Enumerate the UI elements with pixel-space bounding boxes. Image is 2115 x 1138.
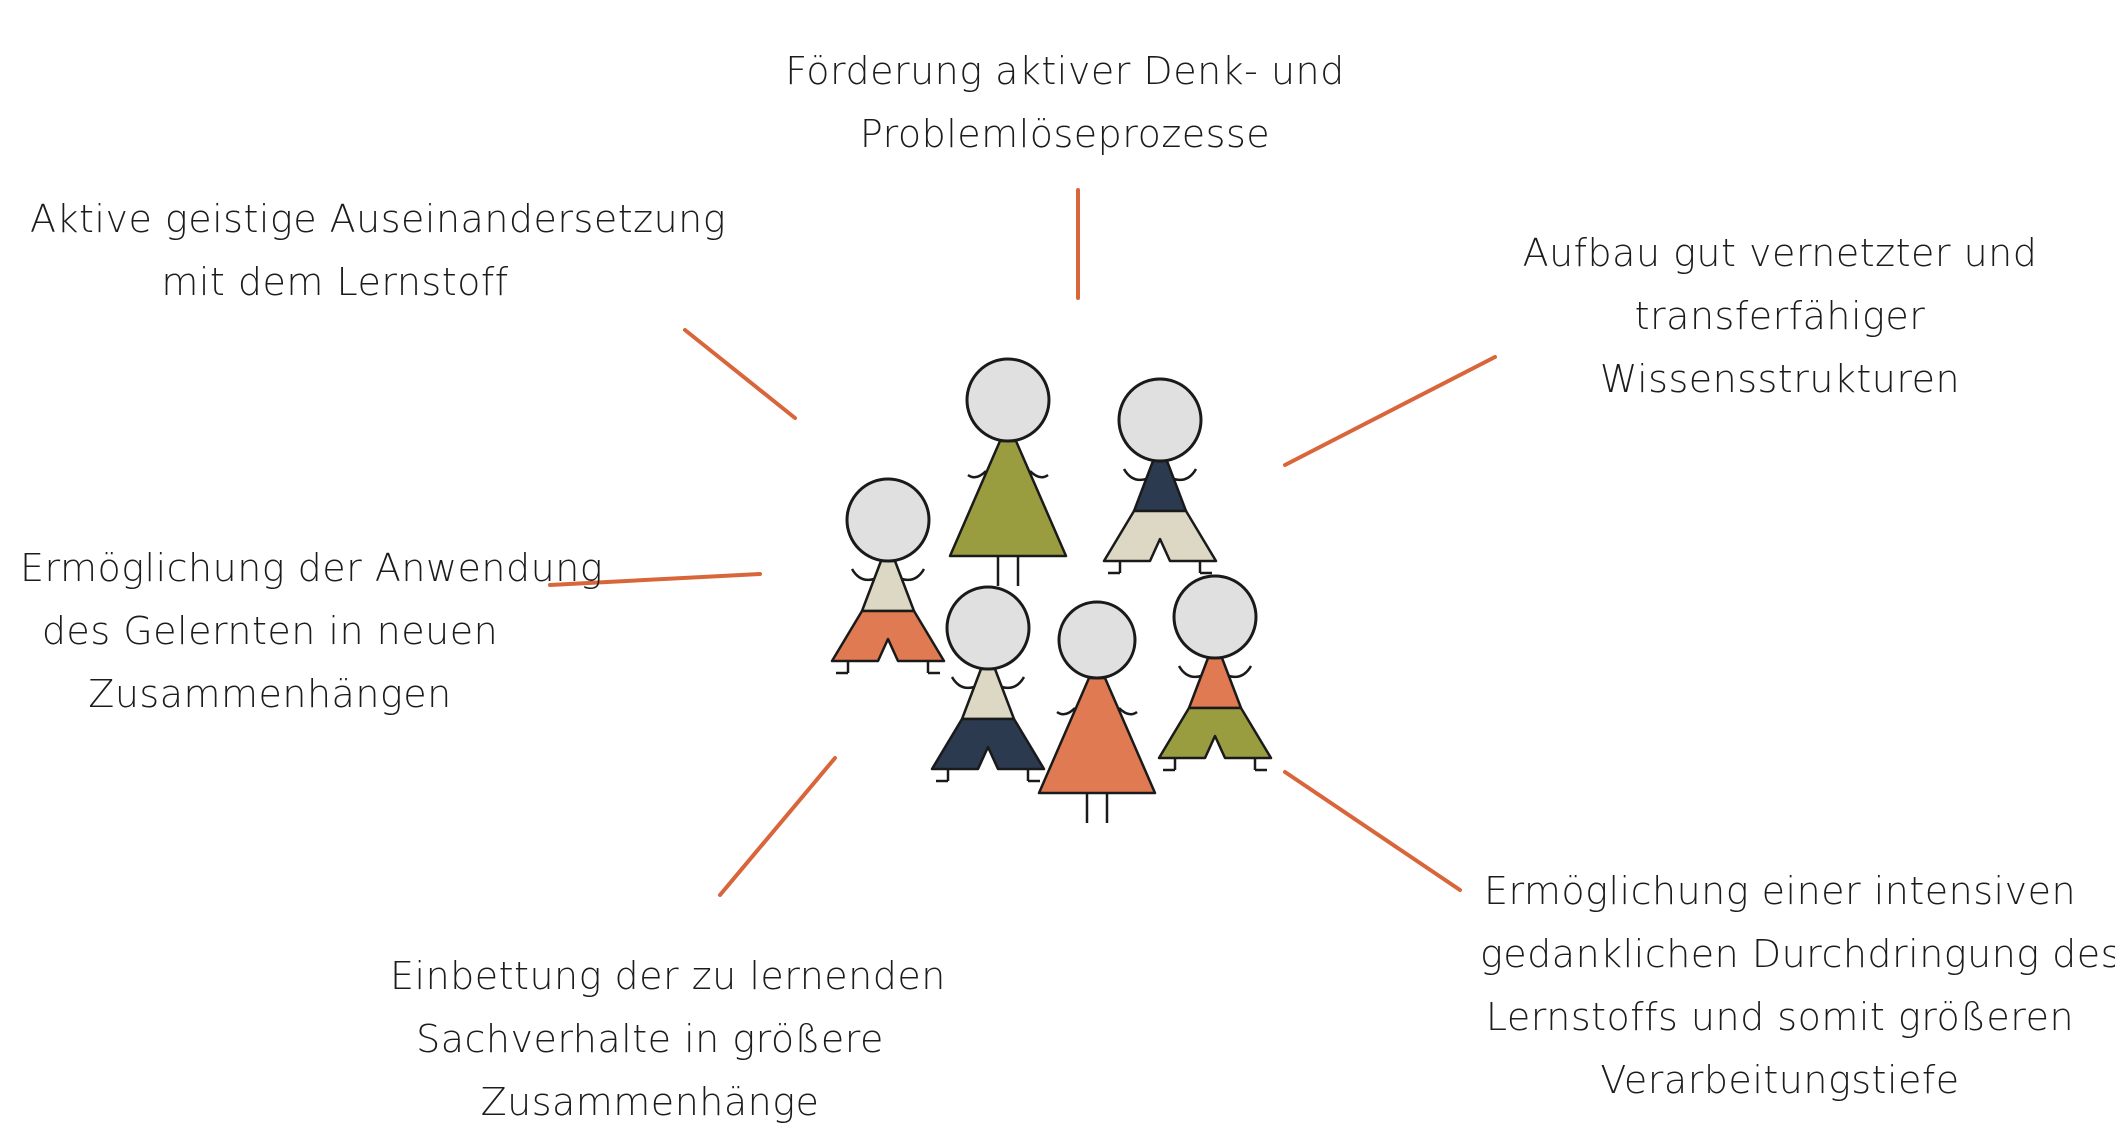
head xyxy=(965,357,1051,443)
ray-mid-left xyxy=(548,572,762,587)
people-group xyxy=(830,357,1273,823)
label-line: Sachverhalte in größere xyxy=(416,1017,884,1061)
head xyxy=(1057,600,1137,680)
label-mid-left: Ermöglichung der Anwendung des Gelernten… xyxy=(20,537,604,726)
ray-top-right xyxy=(1283,355,1497,467)
label-line: transferfähiger xyxy=(1634,294,1926,338)
ray-top-left xyxy=(683,328,797,420)
label-line: Ermöglichung der Anwendung xyxy=(20,546,604,590)
ray-bottom-right xyxy=(1283,770,1462,892)
head xyxy=(1172,574,1258,660)
label-bottom-right: Ermöglichung einer intensiven gedanklich… xyxy=(1480,860,2115,1112)
label-bottom-left: Einbettung der zu lernenden Sachverhalte… xyxy=(390,945,946,1134)
label-line: Einbettung der zu lernenden xyxy=(390,954,946,998)
head xyxy=(945,585,1031,671)
label-top-right: Aufbau gut vernetzter und transferfähige… xyxy=(1490,222,2070,411)
figure-navy-beige xyxy=(1102,377,1218,575)
label-line: des Gelernten in neuen xyxy=(41,609,499,653)
figure-beige-navy xyxy=(930,585,1046,783)
label-line: Lernstoffs und somit größeren xyxy=(1485,995,2075,1039)
label-top: Förderung aktiver Denk- und Problemlösep… xyxy=(755,40,1375,166)
label-line: Zusammenhänge xyxy=(480,1080,820,1124)
figure-orange-olive xyxy=(1157,574,1273,772)
label-line: Förderung aktiver Denk- und xyxy=(785,49,1345,93)
label-line: gedanklichen Durchdringung des xyxy=(1480,932,2115,976)
connector-rays xyxy=(548,188,1497,897)
label-line: Problemlöseprozesse xyxy=(859,112,1271,156)
label-line: mit dem Lernstoff xyxy=(161,260,509,304)
label-line: Aufbau gut vernetzter und xyxy=(1522,231,2038,275)
label-line: Wissensstrukturen xyxy=(1599,357,1961,401)
label-line: Aktive geistige Auseinandersetzung xyxy=(30,197,727,241)
label-top-left: Aktive geistige Auseinandersetzung mit d… xyxy=(30,188,727,314)
label-line: Ermöglichung einer intensiven xyxy=(1483,869,2077,913)
head xyxy=(845,477,931,563)
ray-bottom-left xyxy=(718,756,837,897)
figure-orange-dress xyxy=(1037,600,1157,823)
head xyxy=(1117,377,1203,463)
label-line: Zusammenhängen xyxy=(88,672,452,716)
figure-olive-dress xyxy=(948,357,1068,586)
label-line: Verarbeitungstiefe xyxy=(1600,1058,1960,1102)
figure-beige-orange xyxy=(830,477,946,675)
